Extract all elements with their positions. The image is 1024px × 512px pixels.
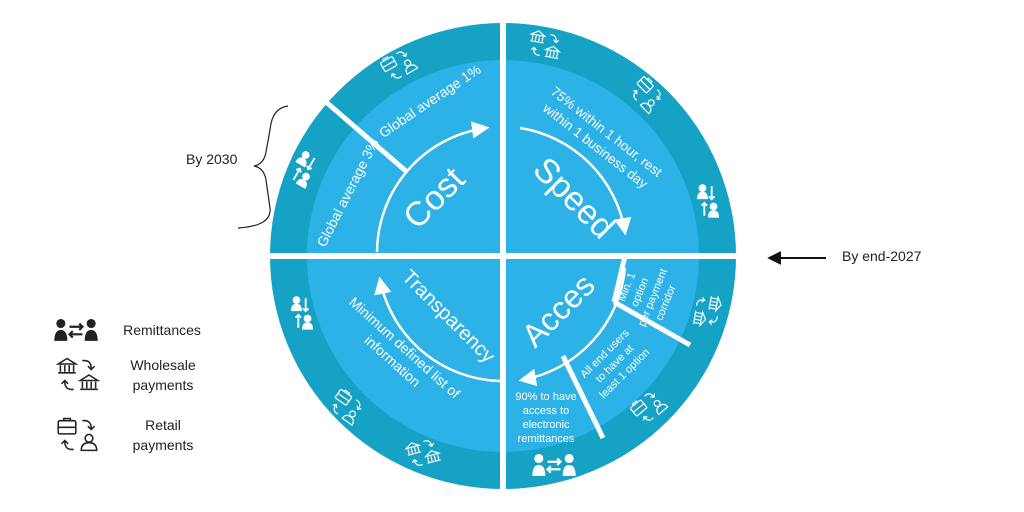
access-arrow [518,267,627,387]
speed-arrow [519,126,632,236]
divider-cost-targets [316,93,409,174]
divider-access-1 [612,299,692,348]
divider-access-3 [611,255,628,303]
legend-retail-line1: Retail [145,417,181,433]
legend-wholesale: Wholesale payments [118,355,208,395]
by-2030-brace [237,105,289,229]
people-exchange-icon [53,317,99,343]
legend-remittances: Remittances [123,322,201,338]
cost-arrow [375,121,490,253]
by-2030-label: By 2030 [186,151,238,167]
access-target-inner-l1: 90% to have [515,391,576,403]
divider-access-2 [560,354,606,440]
briefcase-person-exchange-icon [57,417,98,452]
transparency-arrow [374,276,501,383]
access-target-inner-l4: remittances [518,433,575,445]
legend-wholesale-line2: payments [132,377,194,393]
access-target-inner-l2: access to [523,405,569,417]
legend-retail-line2: payments [132,437,194,453]
by-end-2027-label: By end-2027 [842,248,922,264]
access-target-inner-l3: electronic [522,419,570,431]
legend-icons [53,317,99,452]
bank-exchange-icon [57,357,99,391]
legend-retail: Retail payments [118,415,208,455]
wheel: Cost Speed Acces Transparency Global ave… [265,18,741,494]
access-target-inner: 90% to have access to electronic remitta… [515,391,576,445]
legend-wholesale-line1: Wholesale [130,357,196,373]
